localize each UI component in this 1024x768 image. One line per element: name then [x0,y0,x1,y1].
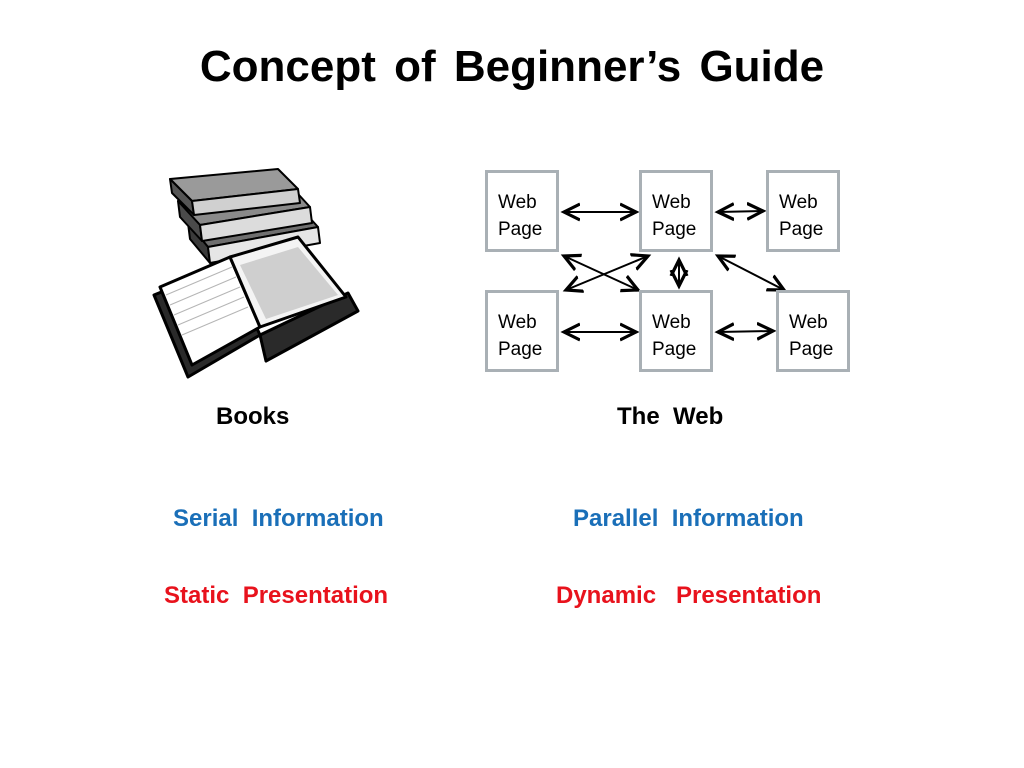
web-page-node: Web Page [485,170,559,252]
web-page-node: Web Page [776,290,850,372]
link-2-3 [718,211,763,212]
parallel-information-text: Parallel Information [573,505,804,532]
link-5-6 [718,331,773,332]
dynamic-presentation-text: Dynamic Presentation [556,582,822,609]
web-page-node: Web Page [639,290,713,372]
web-page-node: Web Page [485,290,559,372]
serial-information-text: Serial Information [173,505,384,532]
link-2-6 [718,256,784,290]
link-2-4 [566,256,648,290]
web-diagram: Web Page Web Page Web Page Web Page Web … [478,162,862,384]
web-label: The Web [617,403,724,430]
web-page-node: Web Page [639,170,713,252]
slide-title: Concept of Beginner’s Guide [199,42,825,91]
web-links [478,162,862,384]
books-icon [152,168,360,379]
books-label: Books [216,403,290,430]
link-1-5 [564,256,638,290]
static-presentation-text: Static Presentation [164,582,389,609]
web-page-node: Web Page [766,170,840,252]
